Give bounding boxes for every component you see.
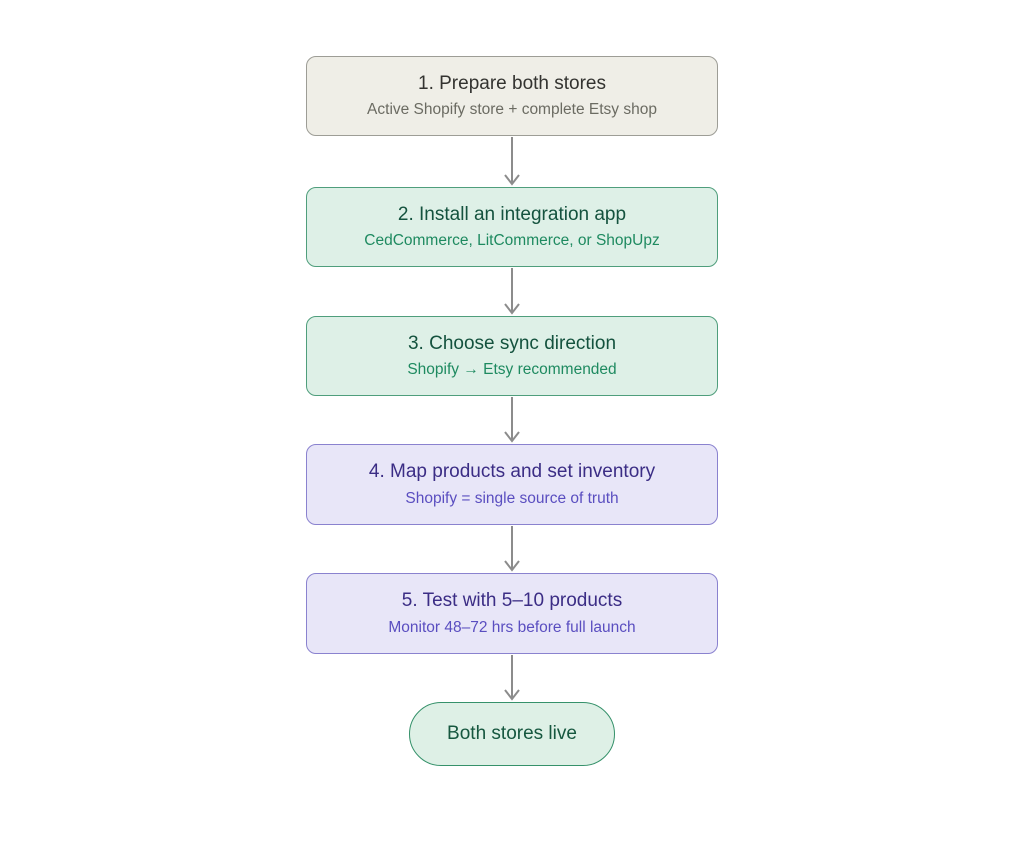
flowchart-node-sync-direction: 3. Choose sync direction Shopify → Etsy … (306, 316, 718, 396)
node-title: 3. Choose sync direction (407, 332, 617, 354)
arrow-down-icon (501, 137, 523, 186)
node-title: 4. Map products and set inventory (368, 461, 656, 483)
node-subtitle: Shopify → Etsy recommended (407, 361, 617, 379)
node-subtitle: Monitor 48–72 hrs before full launch (388, 618, 636, 636)
node-title: 1. Prepare both stores (418, 72, 606, 94)
flowchart-node-prepare-stores: 1. Prepare both stores Active Shopify st… (306, 56, 718, 136)
arrow-down-icon (501, 526, 523, 572)
node-title: Both stores live (447, 723, 577, 744)
node-subtitle: Active Shopify store + complete Etsy sho… (367, 101, 657, 119)
node-title: 2. Install an integration app (397, 203, 627, 225)
node-title: 5. Test with 5–10 products (401, 590, 623, 612)
flowchart-node-stores-live: Both stores live (409, 702, 615, 766)
node-subtitle: CedCommerce, LitCommerce, or ShopUpz (364, 232, 660, 250)
flowchart-node-test-products: 5. Test with 5–10 products Monitor 48–72… (306, 573, 718, 654)
arrow-down-icon (501, 397, 523, 443)
arrow-down-icon (501, 655, 523, 701)
arrow-down-icon (501, 268, 523, 315)
flowchart-node-map-products: 4. Map products and set inventory Shopif… (306, 444, 718, 525)
node-subtitle: Shopify = single source of truth (405, 489, 619, 507)
flowchart-node-install-app: 2. Install an integration app CedCommerc… (306, 187, 718, 267)
